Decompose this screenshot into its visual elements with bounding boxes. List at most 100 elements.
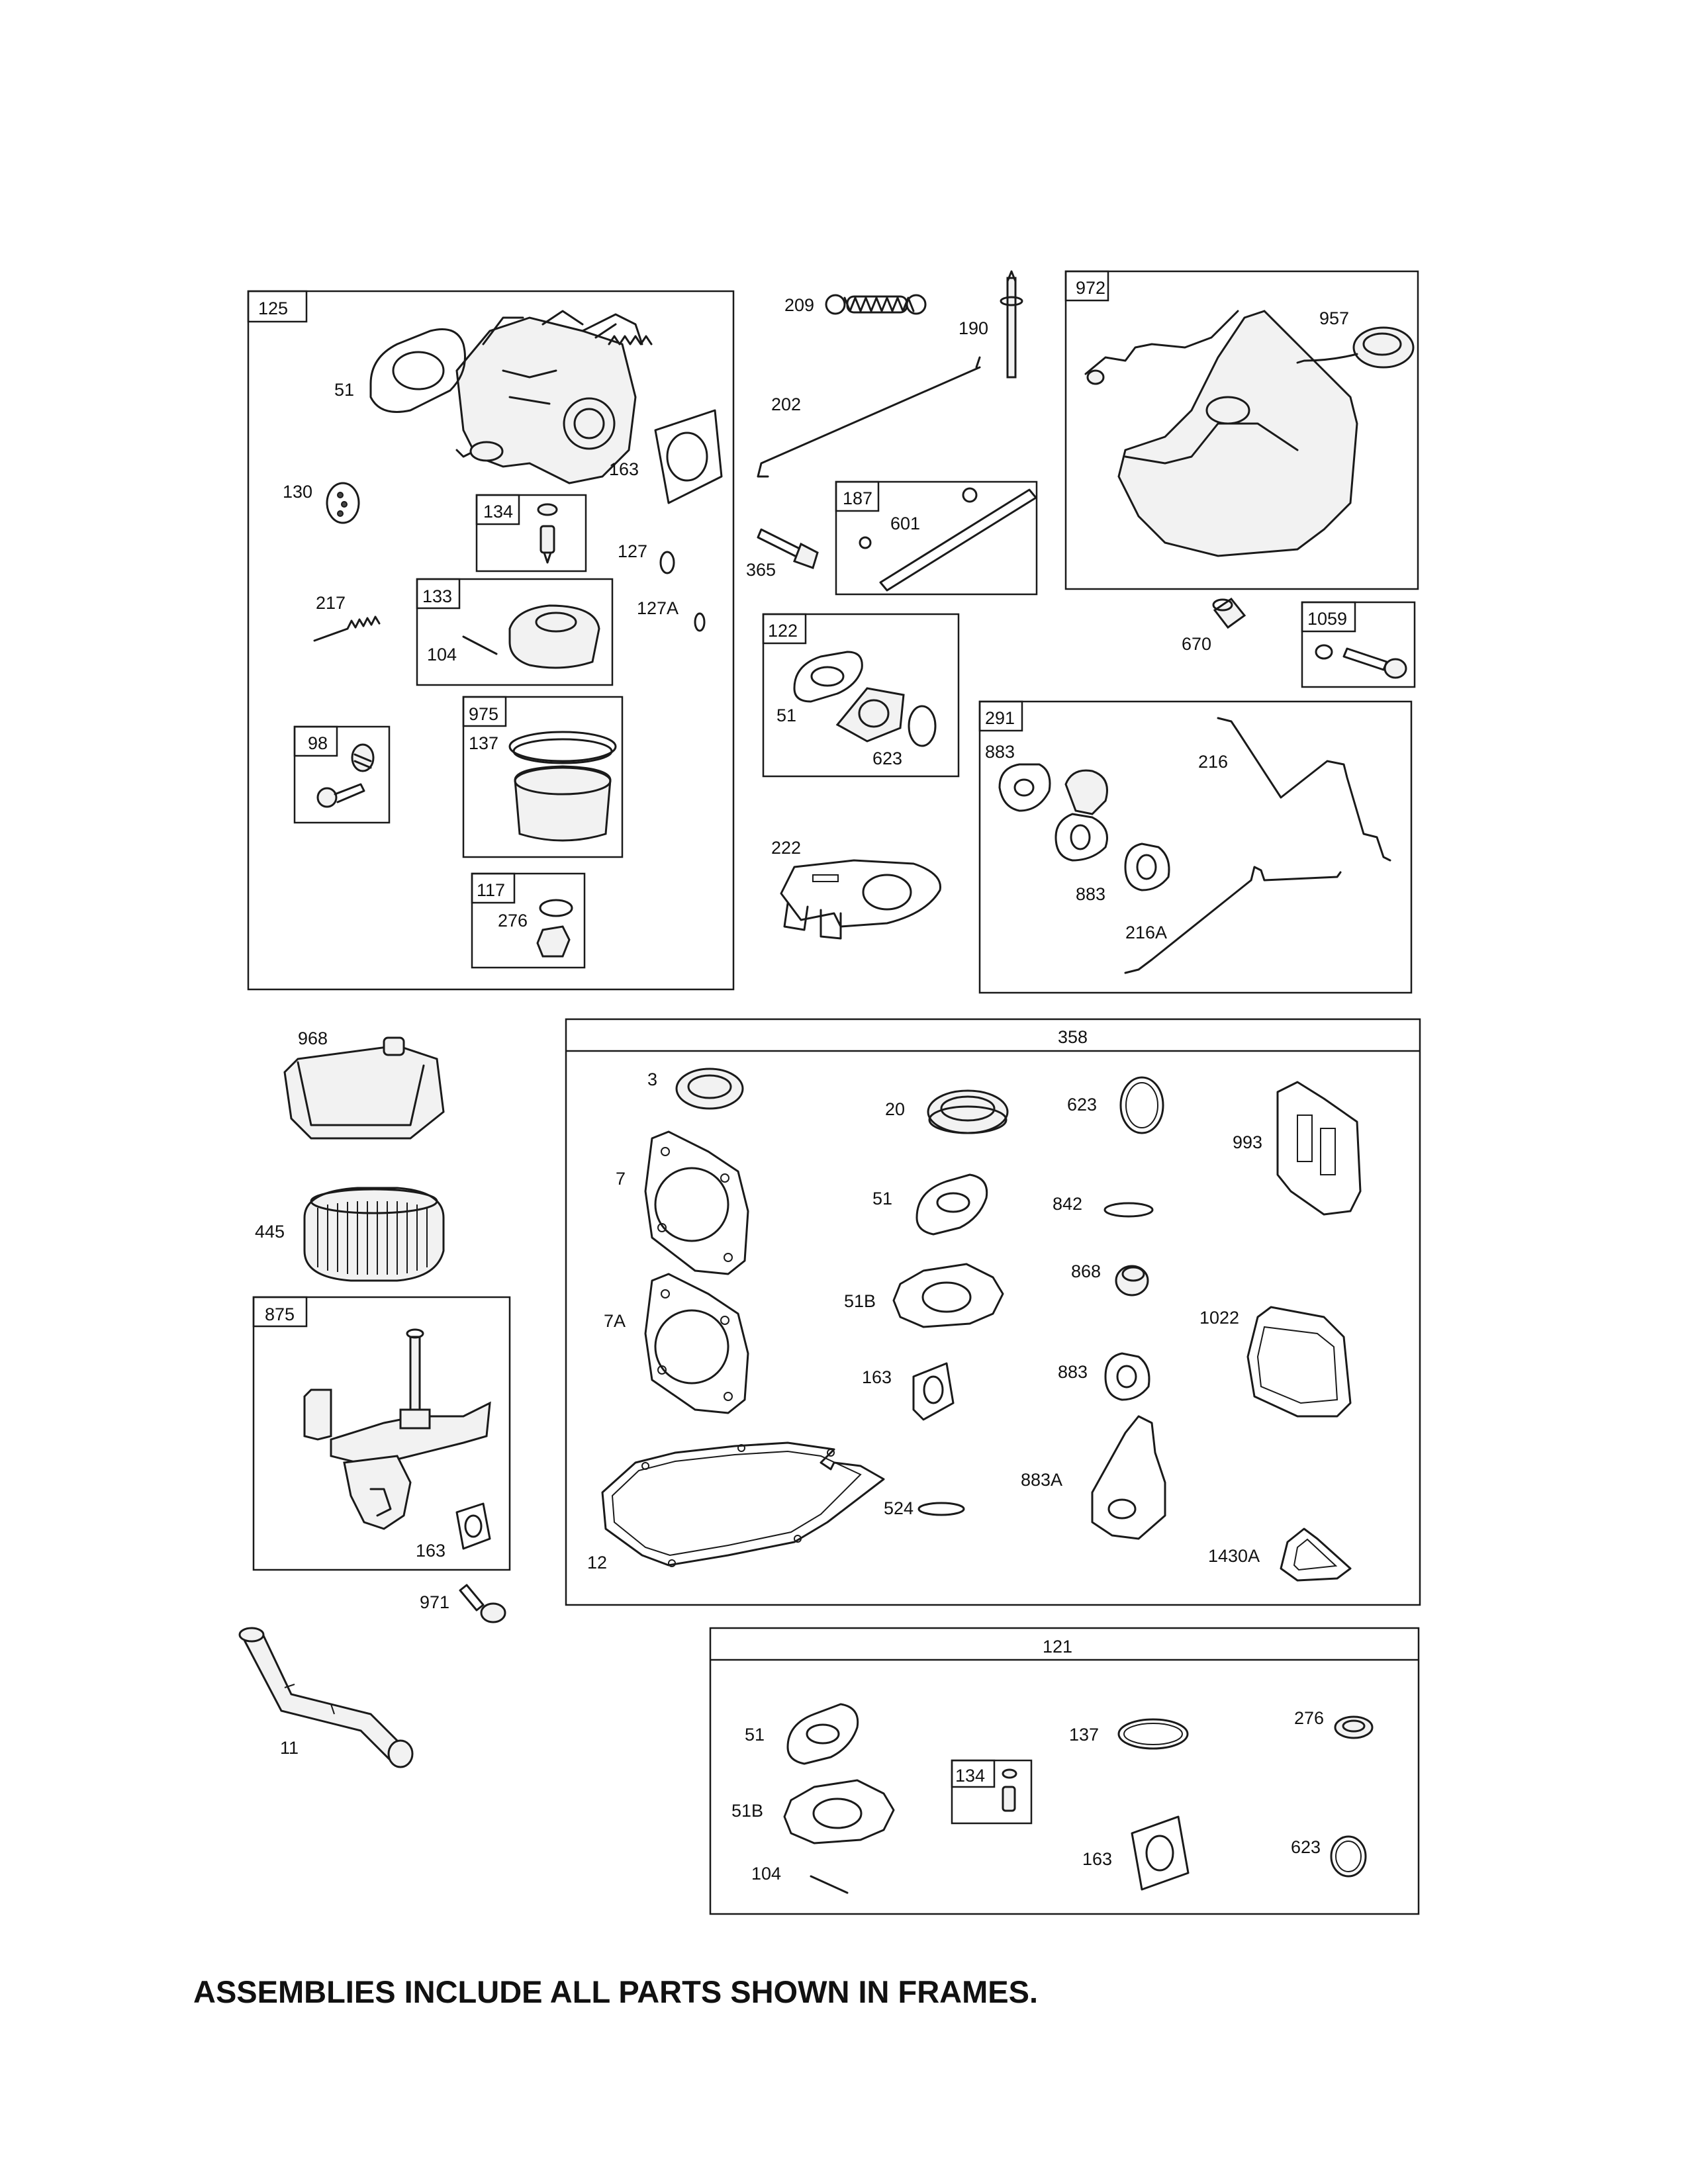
frame-187-label: 187 [843, 488, 872, 508]
callout-524: 524 [884, 1498, 914, 1518]
frame-875-label: 875 [265, 1304, 295, 1324]
part-623-oring [1119, 1076, 1164, 1134]
callout-276: 276 [498, 911, 528, 931]
assemblies-footnote: ASSEMBLIES INCLUDE ALL PARTS SHOWN IN FR… [193, 1974, 1038, 2009]
frame-117: 117 276 [471, 872, 586, 969]
part-868-plug [1115, 1265, 1149, 1297]
frame-125-label: 125 [258, 298, 288, 318]
part-842-oring [1103, 1202, 1154, 1218]
callout-190: 190 [959, 318, 988, 338]
part-130-disc [326, 482, 360, 524]
callout-365: 365 [746, 560, 776, 580]
part-1430A-gasket [1280, 1527, 1352, 1582]
frame-122: 122 51 623 [762, 613, 960, 778]
callout-883: 883 [985, 742, 1015, 762]
part-7-head-gasket [644, 1130, 749, 1275]
part-163-gasket [912, 1362, 955, 1421]
frame-121-label: 121 [1043, 1637, 1072, 1657]
frame-291-label: 291 [985, 708, 1015, 728]
callout-12: 12 [587, 1553, 607, 1572]
frame-134-kit-label: 134 [955, 1766, 985, 1786]
frame-122-label: 122 [768, 621, 798, 641]
frame-187: 187 601 [835, 480, 1038, 596]
frame-1059-label: 1059 [1307, 609, 1347, 629]
callout-202: 202 [771, 394, 801, 414]
callout-51B: 51B [844, 1291, 876, 1311]
callout-217: 217 [316, 593, 346, 613]
part-51-gasket [915, 1173, 988, 1236]
frame-1059: 1059 [1301, 601, 1416, 688]
callout-127A: 127A [637, 598, 679, 618]
frame-972-label: 972 [1076, 278, 1105, 298]
gasket-51-part [369, 328, 466, 413]
callout-51: 51 [334, 380, 354, 400]
part-209-spring [825, 294, 927, 315]
callout-163: 163 [862, 1367, 892, 1387]
callout-130: 130 [283, 482, 312, 502]
callout-971: 971 [420, 1592, 449, 1612]
callout-868: 868 [1071, 1261, 1101, 1281]
callout-957: 957 [1319, 308, 1349, 328]
callout-623: 623 [1067, 1095, 1097, 1115]
callout-11: 11 [280, 1738, 299, 1758]
frame-291: 291 883 216 883 216A [978, 700, 1413, 994]
callout-127: 127 [618, 541, 647, 561]
frame-134: 134 [475, 494, 587, 572]
frame-98-label: 98 [308, 733, 328, 753]
part-190-shaft [1000, 270, 1023, 379]
part-20-seal [927, 1089, 1009, 1134]
part-51B-gasket [892, 1263, 1004, 1328]
frame-117-label: 117 [477, 880, 505, 900]
callout-883: 883 [1058, 1362, 1088, 1382]
callout-137: 137 [469, 733, 498, 753]
part-11-tube [238, 1627, 414, 1768]
carburetor-body [455, 310, 643, 484]
callout-968: 968 [298, 1028, 328, 1048]
callout-209: 209 [784, 295, 814, 315]
callout-222: 222 [771, 838, 801, 858]
part-968-cover [283, 1036, 445, 1140]
part-3-seal [675, 1068, 744, 1110]
part-524-oring [917, 1502, 965, 1516]
part-202-link [757, 356, 981, 478]
frame-133-label: 133 [422, 586, 452, 606]
part-7A-head-gasket [644, 1273, 749, 1414]
part-1022-gasket [1246, 1306, 1352, 1418]
callout-20: 20 [885, 1099, 905, 1119]
part-883A-plate [1091, 1415, 1166, 1540]
frame-134-kit: 134 [951, 1759, 1033, 1825]
callout-216: 216 [1198, 752, 1228, 772]
part-670 [1212, 597, 1246, 629]
callout-51: 51 [776, 705, 796, 725]
callout-1430A: 1430A [1208, 1546, 1260, 1566]
callout-623: 623 [1291, 1837, 1321, 1857]
callout-883: 883 [1076, 884, 1105, 904]
carb-spring [608, 335, 653, 345]
gasket-163-part [654, 409, 723, 504]
frame-358-label: 358 [1058, 1027, 1088, 1047]
frame-975-label: 975 [469, 704, 498, 724]
callout-51: 51 [745, 1725, 765, 1745]
callout-445: 445 [255, 1222, 285, 1242]
part-993-gasket [1276, 1081, 1362, 1216]
callout-623: 623 [872, 749, 902, 768]
callout-601: 601 [890, 514, 920, 533]
part-222-bracket [780, 859, 941, 940]
callout-7: 7 [616, 1169, 626, 1189]
frame-121: 121 51 137 276 51B 134 163 623 104 [709, 1627, 1420, 1915]
frame-133: 133 104 [416, 578, 614, 686]
part-365-bolt [757, 528, 819, 569]
frame-972: 972 957 [1064, 270, 1419, 590]
callout-993: 993 [1233, 1132, 1262, 1152]
frame-134-label: 134 [483, 502, 513, 522]
frame-975: 975 137 [462, 696, 624, 858]
part-445-filter [303, 1187, 445, 1282]
callout-104: 104 [751, 1864, 781, 1884]
callout-883A: 883A [1021, 1470, 1062, 1490]
part-127A [694, 612, 706, 632]
part-217-spring [313, 615, 381, 642]
callout-670: 670 [1182, 634, 1211, 654]
callout-51B: 51B [731, 1801, 763, 1821]
callout-842: 842 [1053, 1194, 1082, 1214]
